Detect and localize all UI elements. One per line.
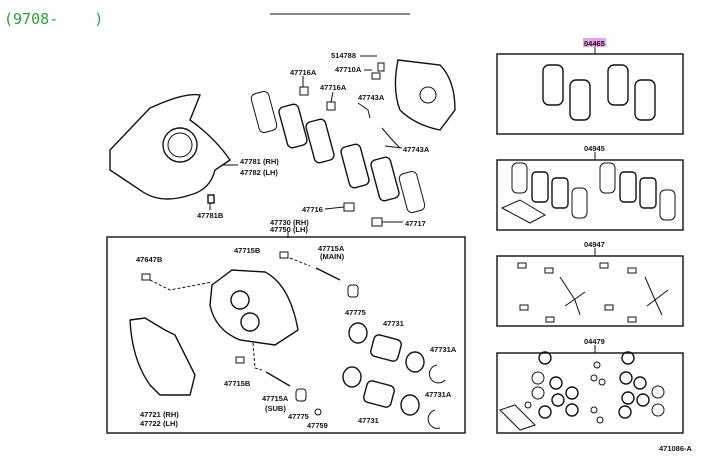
label-47759: 47759: [307, 421, 328, 430]
label-47647b: 47647B: [136, 255, 163, 264]
label-514788: 514788: [331, 51, 356, 60]
pistons-and-seals[interactable]: [342, 322, 446, 429]
dust-cover-47781[interactable]: [109, 93, 231, 200]
upper-labels: 514788 47710A 47716A 47716A 47743A 47743…: [197, 51, 430, 234]
label-47781b: 47781B: [197, 211, 224, 220]
label-47721: 47721 (RH): [140, 410, 179, 419]
label-47722: 47722 (LH): [140, 419, 178, 428]
label-47716: 47716: [302, 205, 323, 214]
label-47750: 47750 (LH): [270, 225, 308, 234]
kit-04947[interactable]: 04947: [496, 240, 684, 327]
label-47775: 47775: [288, 412, 309, 421]
label-47730: 47730 (RH): [270, 218, 309, 227]
label-47715b: 47715B: [224, 379, 251, 388]
kit-04945[interactable]: 04945: [496, 144, 684, 231]
label-47743a: 47743A: [403, 145, 430, 154]
label-47775: 47775: [345, 308, 366, 317]
label-47715b: 47715B: [234, 246, 261, 255]
caliper-upper[interactable]: [394, 59, 456, 131]
diagram-id: 471086-A: [659, 444, 693, 453]
kit-04479[interactable]: 04479: [496, 337, 684, 434]
label-47715a: 47715A: [318, 244, 345, 253]
model-year-range: (9708- ): [4, 10, 104, 28]
caliper-assembly-box: [106, 236, 466, 434]
kit-code: 04947: [584, 240, 605, 249]
torque-plate-47721[interactable]: [129, 317, 196, 396]
label-47731: 47731: [383, 319, 404, 328]
clips-upper[interactable]: [299, 62, 401, 227]
lower-labels: 47715B 47715A (MAIN) 47647B 47775 47731 …: [136, 244, 457, 430]
kit-04465[interactable]: 04465: [496, 38, 684, 135]
label-47717: 47717: [405, 219, 426, 228]
kit-code: 04465: [584, 39, 605, 48]
label-47710a: 47710A: [335, 65, 362, 74]
label-47781: 47781 (RH): [240, 157, 279, 166]
label-main: (MAIN): [320, 252, 345, 261]
caliper-body[interactable]: [209, 269, 299, 346]
label-47731: 47731: [358, 416, 379, 425]
label-47743a: 47743A: [358, 93, 385, 102]
bolt-47781b[interactable]: [207, 194, 215, 204]
leader-lines-upper: [209, 55, 403, 238]
label-47731a: 47731A: [425, 390, 452, 399]
kit-code: 04479: [584, 337, 605, 346]
label-47715a: 47715A: [262, 394, 289, 403]
label-47731a: 47731A: [430, 345, 457, 354]
label-sub: (SUB): [265, 404, 286, 413]
label-47716a: 47716A: [290, 68, 317, 77]
kit-code: 04945: [584, 144, 605, 153]
shims-and-pads-47730[interactable]: [250, 90, 426, 214]
label-47782: 47782 (LH): [240, 168, 278, 177]
pins-and-boots[interactable]: [141, 251, 359, 416]
label-47716a: 47716A: [320, 83, 347, 92]
